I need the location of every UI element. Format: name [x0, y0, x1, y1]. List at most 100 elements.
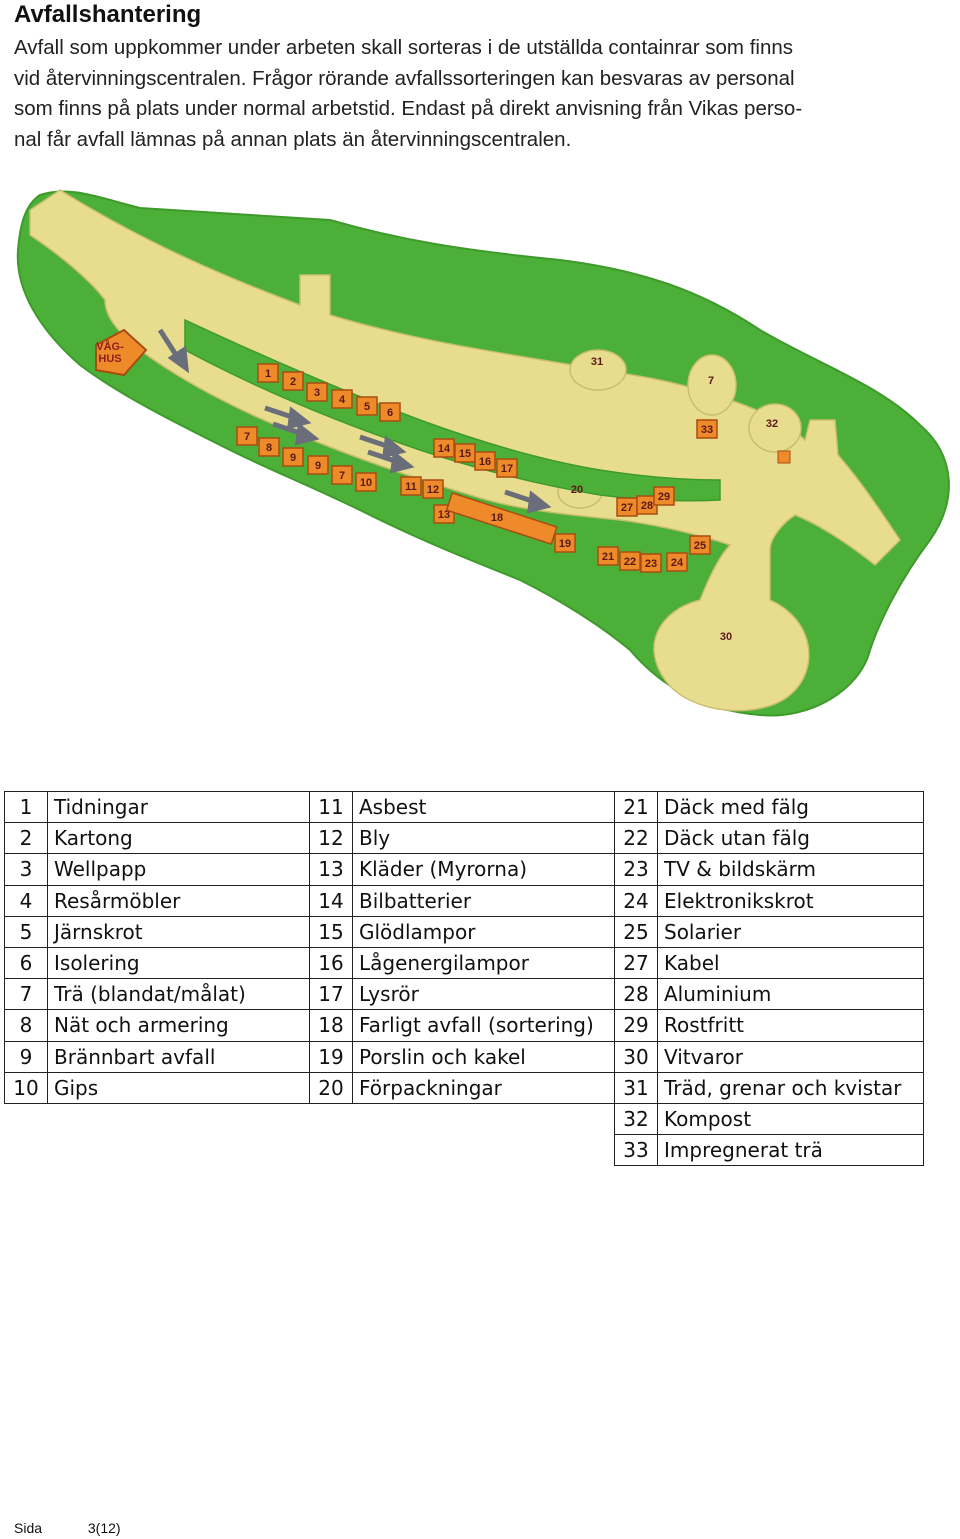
intro-line: som finns på plats under normal arbetsti… [14, 97, 803, 120]
container-box [619, 551, 641, 571]
container-marker: 15 [454, 443, 476, 463]
container-number: 4 [339, 394, 346, 406]
footer-page-number: 3(12) [87, 1520, 121, 1536]
container-number: 29 [658, 491, 670, 503]
legend-number: 21 [614, 790, 658, 824]
container-marker: 3 [306, 382, 328, 402]
legend-number: 25 [614, 915, 658, 948]
container-box [666, 552, 688, 572]
page-heading: Avfallshantering [14, 1, 202, 28]
intro-line: Avfall som uppkommer under arbeten skall… [14, 36, 793, 59]
container-box [640, 553, 662, 573]
container-marker: 27 [616, 497, 638, 517]
legend-number: 4 [4, 884, 48, 917]
legend-label: Förpackningar [352, 1071, 615, 1104]
legend-number: 33 [614, 1134, 658, 1167]
container-marker: 7 [331, 465, 353, 485]
container-number: 8 [266, 442, 272, 454]
legend-number: 13 [309, 853, 353, 886]
container-marker: 17 [496, 458, 518, 478]
legend-label: Tidningar [47, 790, 310, 824]
area-number: 30 [720, 631, 732, 643]
legend-number: 22 [614, 822, 658, 855]
container-marker: 6 [379, 402, 401, 422]
container-box [496, 458, 518, 478]
legend-number: 24 [614, 884, 658, 917]
container-box [597, 546, 619, 566]
legend-empty-cell [353, 1103, 615, 1134]
container-box [257, 363, 279, 383]
container-box [422, 479, 444, 499]
container-marker: 1 [257, 363, 279, 383]
legend-empty-cell [48, 1135, 310, 1166]
area-number: 32 [766, 418, 778, 430]
container-box [696, 419, 718, 439]
container-number: 11 [405, 481, 417, 493]
container-marker: 18 [445, 492, 558, 546]
legend-number: 28 [614, 978, 658, 1011]
container-marker: 9 [307, 455, 329, 475]
container-number: 9 [290, 452, 296, 464]
container-marker: 23 [640, 553, 662, 573]
container-number: 10 [360, 477, 372, 489]
container-number: 22 [624, 556, 636, 568]
container-marker: 8 [258, 437, 280, 457]
container-marker: 7 [236, 426, 258, 446]
container-box [474, 451, 496, 471]
container-marker: 11 [400, 476, 422, 496]
container-box [379, 402, 401, 422]
container-box [282, 447, 304, 467]
container-number: 33 [701, 424, 713, 436]
legend-number: 17 [309, 978, 353, 1011]
legend-number: 23 [614, 853, 658, 886]
container-marker: 10 [355, 472, 377, 492]
legend-number: 14 [309, 884, 353, 917]
container-number: 21 [602, 551, 614, 563]
container-number: 2 [290, 376, 296, 388]
small-container [777, 450, 791, 464]
legend-label: Aluminium [657, 978, 924, 1011]
container-box [356, 396, 378, 416]
container-number: 13 [438, 509, 450, 521]
container-number: 28 [641, 500, 653, 512]
legend-number: 32 [614, 1102, 658, 1136]
legend-number: 27 [614, 946, 658, 980]
container-number: 1 [265, 368, 271, 380]
container-number: 19 [559, 538, 571, 550]
container-box [554, 533, 576, 553]
container-number: 24 [671, 557, 684, 569]
legend-label: Trä (blandat/målat) [47, 978, 310, 1011]
legend-label: TV & bildskärm [657, 853, 924, 886]
container-number: 15 [459, 448, 471, 460]
legend-number: 18 [309, 1009, 353, 1042]
page-footer: Sida 3(12) [14, 1520, 121, 1536]
legend-label: Järnskrot [47, 915, 310, 948]
container-box [236, 426, 258, 446]
intro-paragraph: Avfall som uppkommer under arbeten skall… [14, 33, 944, 155]
legend-label: Bly [352, 822, 615, 855]
container-number: 5 [364, 401, 370, 413]
vaghus-building: VÅG- HUS [95, 328, 148, 377]
legend-label: Träd, grenar och kvistar [657, 1071, 924, 1104]
container-marker: 5 [356, 396, 378, 416]
container-box [400, 476, 422, 496]
legend-number: 20 [309, 1071, 353, 1104]
legend-empty-cell [310, 1135, 353, 1166]
intro-line: nal får avfall lämnas på annan plats än … [14, 127, 572, 151]
legend-label: Kompost [657, 1102, 924, 1136]
legend-empty-cell [310, 1103, 353, 1134]
legend-label: Nät och armering [47, 1009, 310, 1042]
container-number: 6 [387, 407, 393, 419]
legend-label: Impregnerat trä [657, 1134, 924, 1167]
container-number: 12 [427, 484, 439, 496]
container-marker: 21 [597, 546, 619, 566]
legend-label: Kartong [47, 822, 310, 855]
